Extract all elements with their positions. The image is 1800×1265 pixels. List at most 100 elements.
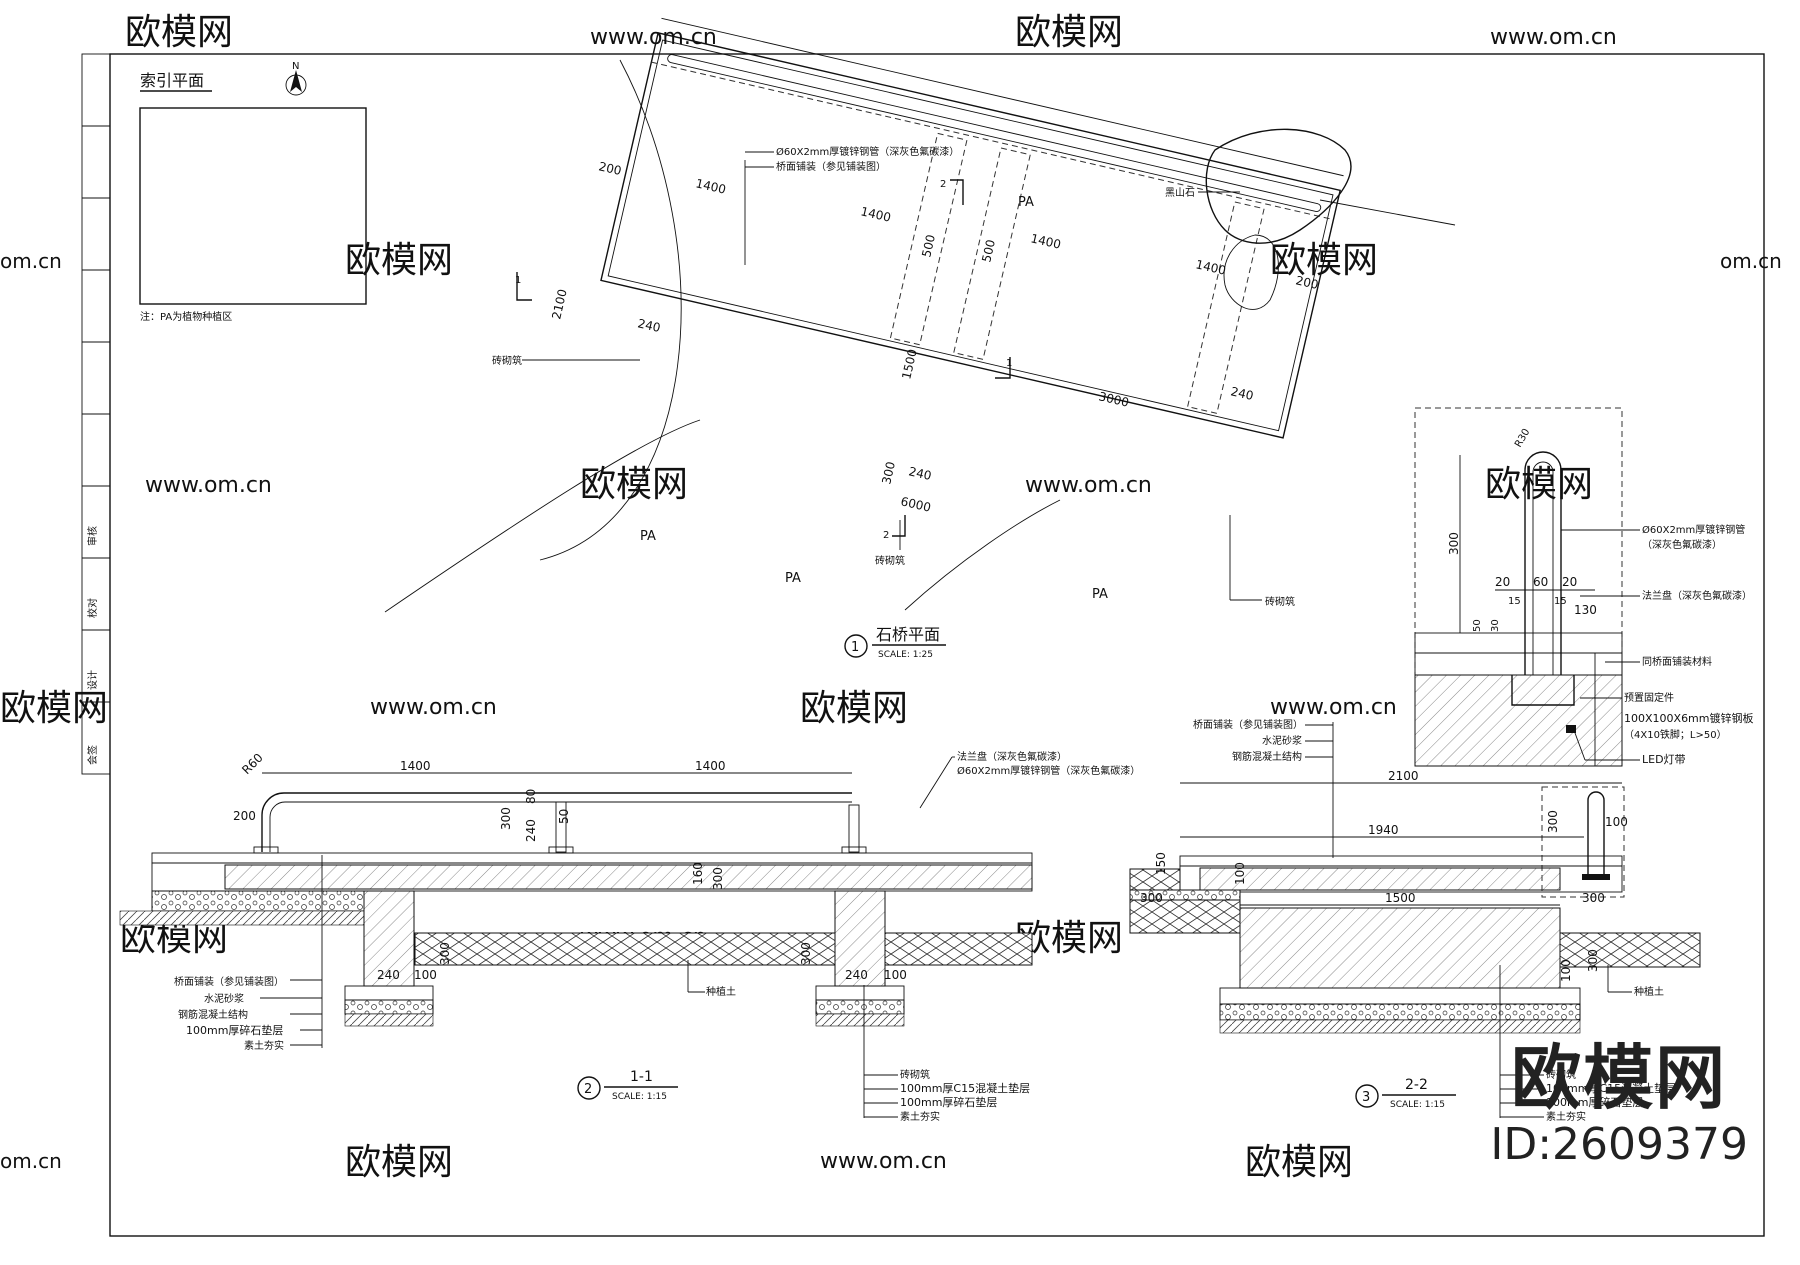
section11-scale: SCALE: 1:15	[612, 1092, 667, 1102]
section22-dim: 1940	[1368, 823, 1399, 837]
section22-dim: 100	[1559, 959, 1573, 982]
plan-dim: 500	[919, 233, 938, 258]
titleblock-check: 校对	[86, 598, 99, 618]
section22-dim: 300	[1546, 810, 1560, 833]
section22-rail	[1587, 791, 1605, 880]
section22-dim: 100	[1233, 862, 1247, 885]
pa-label: PA	[1092, 587, 1108, 602]
watermark-url: www.om.cn	[1490, 25, 1617, 50]
section22-dim: 2100	[1388, 769, 1419, 783]
detail-dim: 300	[1447, 532, 1461, 555]
section11-dim: 240	[845, 968, 868, 982]
detail-label-pipe: Ø60X2mm厚镀锌钢管	[1642, 523, 1745, 536]
section-mark-1: 1	[515, 275, 521, 286]
section22-label-mortar: 水泥砂浆	[1262, 734, 1302, 747]
section11-label-earth: 素土夯实	[244, 1039, 284, 1052]
plan-dim: 1400	[694, 176, 727, 197]
watermark-brand: 欧模网	[1245, 1142, 1353, 1183]
section22-label-soil: 种植土	[1634, 985, 1664, 998]
label-rock: 黑山石	[1165, 187, 1195, 199]
section11-label-concrete: 钢筋混凝土结构	[178, 1008, 248, 1021]
detail-dim: 15	[1508, 596, 1521, 607]
label-paving: 桥面铺装（参见铺装图）	[776, 160, 886, 173]
watermark-url-short: om.cn	[0, 1149, 62, 1173]
detail-dim: R30	[1513, 427, 1532, 450]
watermark-url-short: om.cn	[0, 249, 62, 273]
section11-dim: 300	[711, 867, 725, 890]
rail-detail: R30 300 20 60 20 15 15 130 50 30 Ø60X2mm…	[1414, 407, 1754, 767]
watermark-url: www.om.cn	[145, 473, 272, 498]
section22-dim: 100	[1605, 815, 1628, 829]
section22-dim: 1500	[1385, 891, 1416, 905]
plan-dim: 200	[597, 159, 622, 178]
section11-dim: 240	[524, 819, 538, 842]
detail-dim: 20	[1562, 575, 1577, 589]
plan-number-circle	[844, 634, 868, 658]
section11-dim: 200	[233, 809, 256, 823]
section-mark-2: 2	[940, 179, 946, 190]
detail-dim: 15	[1554, 596, 1567, 607]
section-1-1: R60 1400 1400 200 300 240 80 50 160 300 …	[119, 750, 1140, 1123]
watermark-brand: 欧模网	[0, 688, 108, 729]
section11-dim: 1400	[400, 759, 431, 773]
titleblock-sign: 会签	[86, 745, 99, 765]
label-brick-right: 砖砌筑	[1265, 595, 1295, 608]
section11-label-gravel: 100mm厚碎石垫层	[900, 1095, 997, 1109]
watermark-url: www.om.cn	[1270, 695, 1397, 720]
section11-dim: 240	[377, 968, 400, 982]
pa-label: PA	[1018, 195, 1034, 210]
watermark-brand: 欧模网	[1015, 918, 1123, 959]
rock-outline	[1205, 128, 1352, 244]
section-2-2: 2100 1940 300 100 150 100 300 1500 300 1…	[1129, 718, 1701, 1123]
watermark-brand: 欧模网	[800, 688, 908, 729]
section11-dim: 50	[557, 809, 571, 824]
plan-dim: 1400	[1194, 257, 1227, 278]
section22-title: 2-2	[1405, 1077, 1428, 1093]
label-brick-bottom: 砖砌筑	[875, 554, 905, 567]
section11-dim: 300	[499, 807, 513, 830]
section11-pier	[363, 890, 415, 987]
section11-label-pipe: Ø60X2mm厚镀锌钢管（深灰色氟碳漆）	[957, 764, 1140, 777]
svg-text:N: N	[292, 61, 299, 72]
detail-label-fixing: 预置固定件	[1624, 691, 1674, 704]
detail-label-plate: 100X100X6mm镀锌钢板	[1624, 711, 1754, 725]
rail-pipe	[667, 54, 1322, 212]
plan-dim: 6000	[899, 494, 932, 515]
watermark-url-short: om.cn	[1720, 249, 1782, 273]
watermark-brand: 欧模网	[345, 240, 453, 281]
section11-pier	[834, 890, 886, 987]
label-pipe: Ø60X2mm厚镀锌钢管（深灰色氟碳漆）	[776, 145, 959, 158]
section22-label-gravel: 100mm厚碎石垫层	[1546, 1095, 1643, 1109]
bridge-outline	[600, 32, 1342, 439]
plan-dim: 500	[979, 238, 998, 263]
section-mark-2: 2	[883, 530, 889, 541]
watermark-url: www.om.cn	[370, 695, 497, 720]
section22-label-brick: 砖砌筑	[1546, 1068, 1576, 1081]
watermark-brand: 欧模网	[1015, 12, 1123, 53]
plan-dim: 2100	[549, 288, 570, 321]
section11-label-brick: 砖砌筑	[900, 1068, 930, 1081]
watermark-brand: 欧模网	[125, 12, 233, 53]
title-block: 会签 设计 校对 审核	[81, 53, 111, 775]
detail-pipe	[1524, 451, 1562, 675]
index-plan-title: 索引平面	[140, 71, 204, 90]
titleblock-review: 审核	[86, 526, 99, 546]
plan-dim: 1400	[1029, 231, 1062, 252]
section11-number-circle	[577, 1076, 601, 1100]
watermark-brand: 欧模网	[345, 1142, 453, 1183]
plan-dim: 1400	[859, 204, 892, 225]
section11-label-gravel: 100mm厚碎石垫层	[186, 1023, 283, 1037]
section22-dim: 300	[1140, 891, 1163, 905]
section22-number: 3	[1362, 1090, 1370, 1105]
section11-dim: 100	[884, 968, 907, 982]
detail-label-flange: 法兰盘（深灰色氟碳漆）	[1642, 589, 1752, 602]
label-brick-left: 砖砌筑	[492, 354, 522, 367]
section22-label-paving: 桥面铺装（参见铺装图）	[1193, 718, 1303, 731]
detail-dim: 30	[1490, 619, 1501, 632]
section11-dim: 1400	[695, 759, 726, 773]
section22-number-circle	[1355, 1084, 1379, 1108]
section11-label-earth: 素土夯实	[900, 1110, 940, 1123]
plan-title: 石桥平面	[876, 625, 940, 644]
section22-scale: SCALE: 1:15	[1390, 1100, 1445, 1110]
north-arrow-icon: N	[285, 61, 307, 96]
